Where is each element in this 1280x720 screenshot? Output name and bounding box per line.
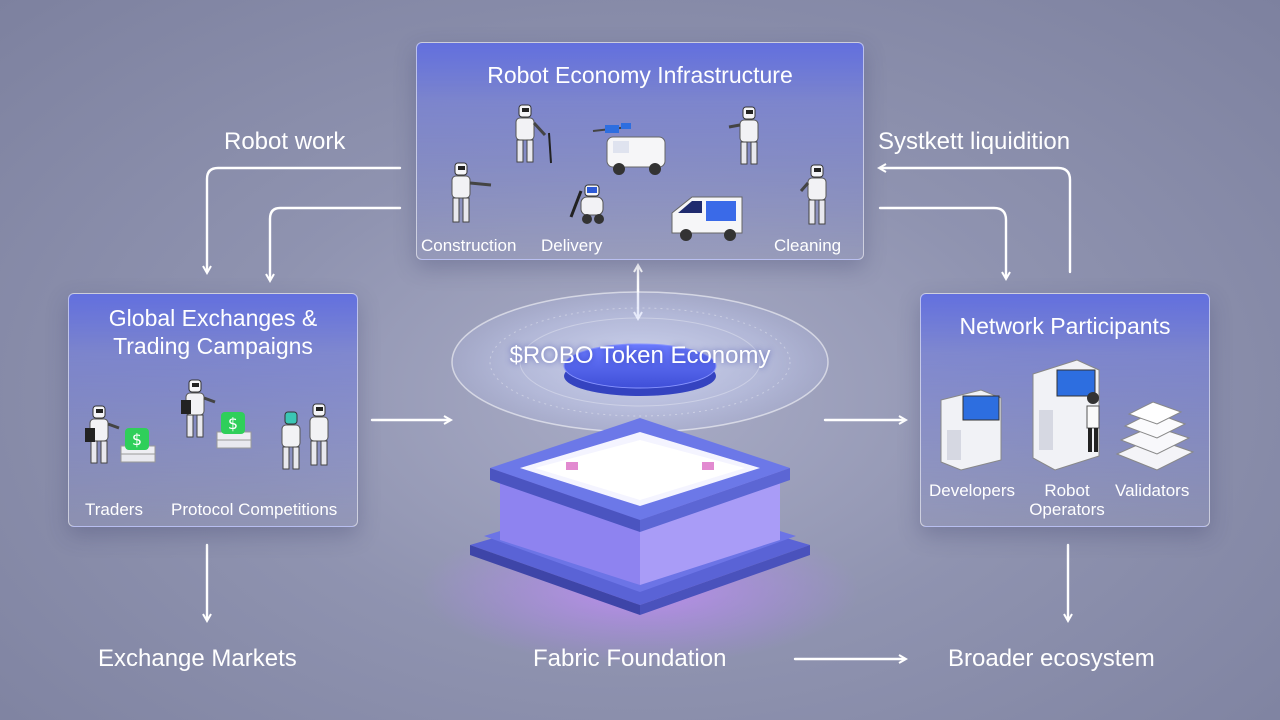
token-economy-label: $ROBO Token Economy — [509, 342, 771, 369]
participants-title: Network Participants — [959, 313, 1171, 339]
humanoid-robot-icon — [728, 106, 759, 165]
infrastructure-panel: Robot Economy Infrastructure — [416, 42, 864, 260]
exchanges-illustration: $ $ — [85, 379, 329, 470]
humanoid-robot-icon — [181, 379, 216, 438]
humanoid-robot-icon — [309, 403, 329, 466]
humanoid-robot-icon — [85, 405, 120, 464]
protocol-competitions-label: Protocol Competitions — [171, 500, 338, 519]
operators-label-line2: Operators — [1029, 500, 1105, 519]
exchanges-title-line2: Trading Campaigns — [113, 333, 313, 359]
operator-station-icon — [1032, 359, 1100, 471]
validator-stack-icon — [1115, 401, 1195, 471]
operators-label-line1: Robot — [1044, 481, 1090, 500]
infrastructure-title: Robot Economy Infrastructure — [487, 62, 793, 88]
delivery-label: Delivery — [541, 236, 603, 255]
dollar-stack-icon: $ — [120, 428, 156, 463]
construction-label: Construction — [421, 236, 517, 255]
drone-icon — [592, 123, 631, 133]
exchanges-title-line1: Global Exchanges & — [108, 305, 318, 331]
arrow-liquidation-inner — [878, 206, 1006, 278]
robot-work-label: Robot work — [224, 128, 346, 155]
cleaning-label: Cleaning — [774, 236, 842, 255]
arrow-robot-work-outer — [207, 166, 402, 272]
system-liquidation-label: Systkett liquidition — [878, 128, 1071, 155]
cleaning-robot-icon — [569, 184, 604, 224]
arrow-liquidation-outer — [880, 168, 1072, 274]
validators-label: Validators — [1115, 481, 1190, 500]
server-rack-icon — [940, 389, 1002, 471]
participants-illustration — [940, 359, 1195, 471]
participants-panel: Network Participants Developers Robot Op… — [920, 293, 1210, 527]
infrastructure-illustration — [451, 104, 827, 241]
arrow-robot-work-inner — [270, 206, 402, 280]
humanoid-robot-icon — [281, 411, 301, 470]
delivery-cart-icon — [671, 196, 743, 241]
traders-label: Traders — [85, 500, 143, 519]
humanoid-robot-icon — [799, 164, 827, 225]
broader-ecosystem-label: Broader ecosystem — [948, 645, 1155, 672]
delivery-cart-icon — [606, 136, 666, 175]
temple-chip-icon — [470, 418, 810, 615]
svg-text:$: $ — [228, 414, 238, 433]
fabric-foundation-label: Fabric Foundation — [533, 645, 727, 672]
exchange-markets-label: Exchange Markets — [98, 645, 297, 672]
exchanges-panel: Global Exchanges & Trading Campaigns $ — [68, 293, 358, 527]
humanoid-robot-icon — [451, 162, 492, 223]
dollar-stack-icon: $ — [216, 412, 252, 449]
humanoid-robot-icon — [515, 104, 552, 164]
svg-text:$: $ — [132, 430, 142, 449]
developers-label: Developers — [929, 481, 1015, 500]
